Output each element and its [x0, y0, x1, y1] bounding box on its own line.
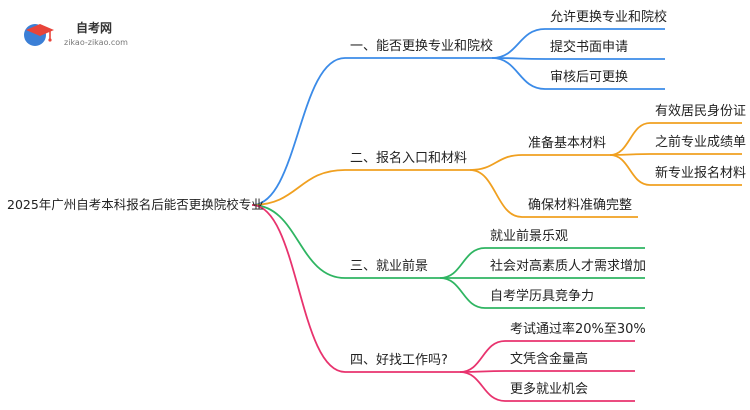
branch-1-item-2: 提交书面申请 [550, 40, 629, 55]
branch-3-label: 三、就业前景 [350, 259, 429, 274]
edge-branch-1-item-1 [491, 28, 546, 59]
edge-root-branch-2 [251, 169, 346, 206]
branch-2-item-1-sub-2: 之前专业成绩单 [655, 135, 747, 150]
edge-root-branch-1 [251, 57, 346, 206]
edge-branch-2-item-2 [469, 169, 523, 218]
mindmap-root: 2025年广州自考本科报名后能否更换院校专业 [7, 197, 264, 212]
edge-branch-2-sub-2 [609, 153, 651, 156]
edge-branch-4-item-2 [459, 370, 506, 373]
edge-root-branch-4 [251, 204, 346, 373]
branch-2-item-1-sub-1: 有效居民身份证 [655, 104, 747, 119]
logo-url: zikao-zikao.com [64, 38, 128, 47]
edge-branch-2-item-1 [469, 154, 523, 171]
branch-4-item-3: 更多就业机会 [510, 382, 589, 397]
edge-branch-4-item-1 [459, 340, 506, 373]
branch-4-label: 四、好找工作吗? [350, 353, 448, 368]
branch-1-item-3: 审核后可更换 [550, 70, 629, 85]
edge-branch-3-item-3 [439, 277, 486, 309]
branch-3-item-2: 社会对高素质人才需求增加 [490, 259, 647, 274]
edge-branch-3-item-1 [439, 247, 486, 279]
branch-2-item-1-sub-3: 新专业报名材料 [655, 166, 747, 181]
edge-branch-2-sub-1 [609, 122, 651, 156]
edge-root-branch-3 [251, 204, 346, 279]
edge-branch-4-item-3 [459, 371, 506, 402]
graduation-cap-logo-icon [24, 24, 54, 46]
logo-name: 自考网 [76, 21, 113, 35]
branch-2-item-1: 准备基本材料 [528, 136, 607, 151]
branch-2-item-2: 确保材料准确完整 [528, 198, 633, 213]
branch-1-item-1: 允许更换专业和院校 [550, 10, 668, 25]
branch-1-label: 一、能否更换专业和院校 [350, 39, 494, 54]
branch-4-item-2: 文凭含金量高 [510, 352, 589, 367]
edge-branch-1-item-3 [491, 57, 546, 90]
site-logo[interactable]: 自考网 zikao-zikao.com [22, 18, 142, 52]
branch-3-item-3: 自考学历具竞争力 [490, 289, 595, 304]
edge-branch-2-sub-3 [609, 154, 651, 186]
branch-3-item-1: 就业前景乐观 [490, 229, 569, 244]
branch-4-item-1: 考试通过率20%至30% [510, 322, 646, 337]
branch-2-label: 二、报名入口和材料 [350, 151, 468, 166]
